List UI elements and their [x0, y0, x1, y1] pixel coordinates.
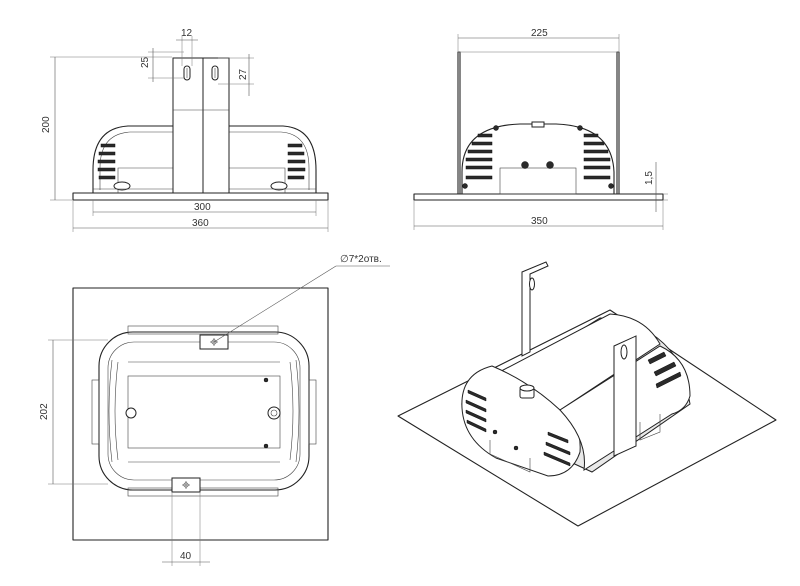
dim-side-plate-thickness: 1,5 — [644, 171, 655, 185]
front-dimensions: 12 25 27 200 300 360 — [41, 28, 329, 232]
dim-front-plate-width: 360 — [192, 218, 209, 229]
side-view — [413, 51, 664, 201]
side-right-vents — [583, 133, 611, 180]
side-left-vents — [465, 133, 493, 180]
dim-front-slot-width: 12 — [181, 28, 193, 39]
dim-top-body-depth: 202 — [39, 403, 50, 420]
iso-front-vents — [465, 389, 571, 467]
dim-front-inner-width: 300 — [194, 202, 211, 213]
hole-callout: ∅7*2отв. — [340, 254, 382, 265]
top-view — [72, 287, 329, 541]
dim-front-slot-height: 25 — [140, 56, 151, 68]
dim-top-bracket-width: 40 — [180, 551, 192, 562]
side-dimensions: 225 1,5 350 — [413, 28, 668, 230]
front-right-vents — [287, 143, 306, 180]
dim-side-plate-width: 350 — [531, 216, 548, 227]
top-dimensions: ∅7*2отв. 202 40 — [39, 254, 390, 566]
dim-front-height: 200 — [41, 116, 52, 133]
dim-front-slot-offset: 27 — [238, 68, 249, 80]
iso-right-vents — [647, 351, 682, 389]
dim-side-bracket-width: 225 — [531, 28, 548, 39]
front-view — [72, 57, 329, 201]
front-left-vents — [97, 143, 116, 180]
isometric-view — [397, 261, 777, 527]
